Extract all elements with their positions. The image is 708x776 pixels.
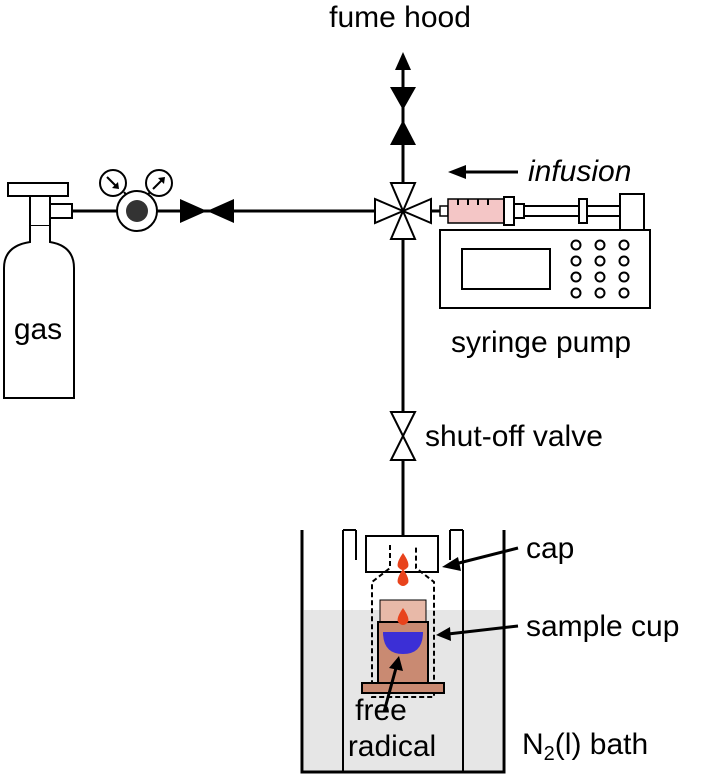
- infusion-label: infusion: [528, 155, 631, 188]
- syringe-pump-label: syringe pump: [451, 326, 631, 359]
- pointer-arrows: [382, 546, 519, 713]
- free-radical-label-line2: radical: [348, 730, 436, 763]
- pump-display: [461, 248, 551, 290]
- left-arrow-icon: [448, 165, 466, 179]
- gas-label: gas: [14, 313, 62, 346]
- cap-label: cap: [526, 532, 574, 565]
- droplet-icon: [397, 608, 409, 625]
- n2-bath-label-subscript: 2: [544, 743, 555, 765]
- n2-bath-label-n: N: [522, 728, 544, 761]
- fume-hood-label: fume hood: [329, 1, 471, 34]
- gas-cylinder: [3, 182, 75, 399]
- gas-regulator: [99, 169, 173, 232]
- infusion-arrow: [448, 165, 518, 179]
- gas-line-valve[interactable]: [180, 199, 234, 223]
- droplets: [397, 553, 409, 625]
- shutoff-valve-label: shut-off valve: [425, 420, 603, 453]
- four-way-valve[interactable]: [374, 182, 432, 240]
- free-radical-sample: [383, 632, 423, 654]
- fume-hood-valve[interactable]: [390, 87, 416, 145]
- syringe-pump: [439, 229, 651, 309]
- n2-bath-label: N2(l) bath: [522, 728, 648, 765]
- tubing: [70, 100, 440, 540]
- pump-keypad[interactable]: [570, 239, 630, 299]
- shutoff-valve[interactable]: [389, 411, 417, 461]
- syringe: [439, 193, 645, 231]
- up-arrow-icon: [395, 52, 411, 70]
- regulator-knob-icon: [126, 200, 148, 222]
- droplet-icon: [397, 569, 409, 586]
- sample-cup-label: sample cup: [526, 610, 679, 643]
- droplet-icon: [397, 553, 409, 570]
- free-radical-label-line1: free: [355, 694, 407, 727]
- n2-bath-label-rest: (l) bath: [555, 728, 648, 761]
